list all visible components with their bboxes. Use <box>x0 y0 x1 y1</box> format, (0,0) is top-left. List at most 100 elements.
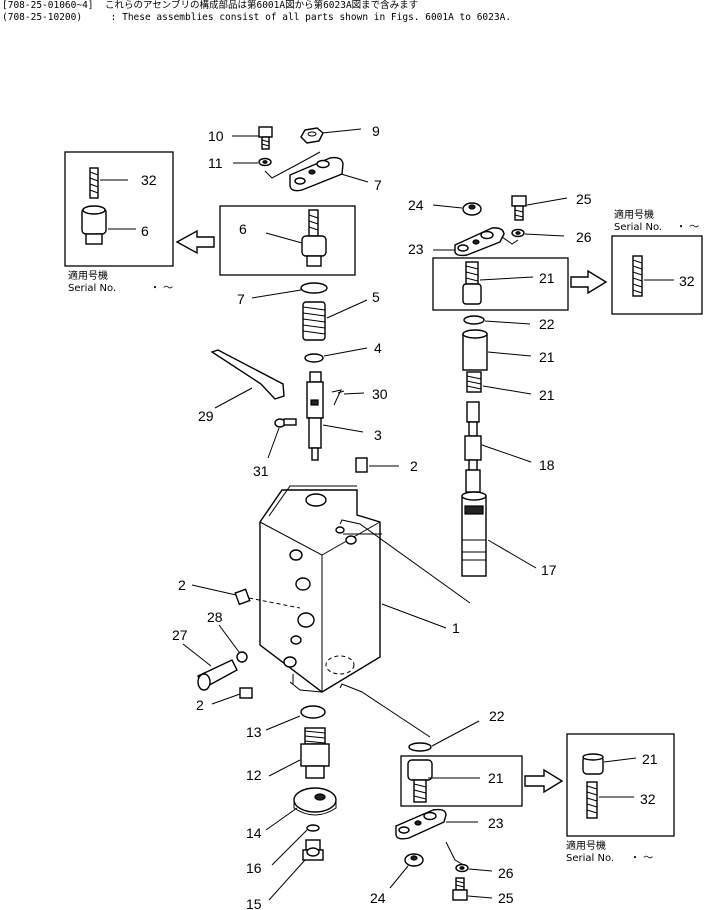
callout-32: 32 <box>640 791 656 807</box>
callout-9: 9 <box>372 123 380 139</box>
part-8-flange <box>289 156 344 192</box>
serial-range: ・ ～ <box>676 222 699 233</box>
part-7-o-ring <box>300 282 328 294</box>
callout-32: 32 <box>679 273 695 289</box>
part-27-bolt <box>197 659 238 691</box>
callout-21: 21 <box>642 751 658 767</box>
part-22-o-ring <box>463 315 485 325</box>
callout-2: 2 <box>196 697 204 713</box>
part-32-spring <box>632 255 643 297</box>
callout-20: 21 <box>539 349 555 365</box>
arrow-right-icon <box>524 768 564 794</box>
part-2-plug <box>239 687 253 699</box>
inset-box-right-top <box>611 235 703 315</box>
callout-4: 4 <box>374 340 382 356</box>
part-10-bolt <box>258 126 273 150</box>
callout-26: 26 <box>576 229 592 245</box>
part-28-o-ring <box>236 651 248 663</box>
part-22-o-ring <box>408 742 432 752</box>
part-25-bolt-bottom <box>452 877 468 901</box>
callout-19: 21 <box>539 387 555 403</box>
callout-23: 23 <box>488 815 504 831</box>
callout-10: 10 <box>208 128 224 144</box>
callout-30: 31 <box>253 463 269 479</box>
part-23-flange <box>454 227 505 257</box>
part-17-sleeve <box>461 491 487 577</box>
part-26-washer-bottom <box>455 863 469 873</box>
dashed-leader <box>248 597 301 609</box>
part-31-pin <box>331 389 345 406</box>
part-24-nut <box>462 202 482 216</box>
arrow-left-icon <box>175 229 215 255</box>
part-29-lever <box>210 349 285 400</box>
serial-label-en: Serial No. <box>614 222 662 233</box>
callout-13: 13 <box>246 724 262 740</box>
callout-28: 28 <box>207 609 223 625</box>
part-6-piston-left <box>81 205 107 245</box>
inset-box-part-21-bottom <box>400 755 523 807</box>
part-1-valve-body <box>259 485 381 693</box>
part-16-o-ring <box>306 824 320 832</box>
callout-14: 14 <box>246 825 262 841</box>
callout-6: 6 <box>141 223 149 239</box>
part-20-sleeve <box>462 329 488 371</box>
inset-box-right-bottom <box>566 733 675 837</box>
callout-31: 30 <box>372 386 388 402</box>
header-line-japanese: [708-25-01060~4] これらのアセンブリの構成部品は第6001A図か… <box>2 0 419 11</box>
serial-label-jp: 適用号機 <box>614 208 654 221</box>
callout-22: 22 <box>489 708 505 724</box>
callout-24: 24 <box>408 197 424 213</box>
part-32-spring-left <box>89 167 99 199</box>
serial-label-jp: 適用号機 <box>566 839 606 852</box>
part-26-washer <box>511 228 525 238</box>
callout-5: 5 <box>372 289 380 305</box>
callout-12: 12 <box>246 767 262 783</box>
inset-box-part-21 <box>432 257 569 311</box>
serial-label-en: Serial No. <box>566 853 614 864</box>
callout-11: 11 <box>208 155 223 171</box>
header-line-english: (708-25-10200) : These assemblies consis… <box>2 12 512 23</box>
arrow-right-icon <box>570 269 608 295</box>
part-13-o-ring <box>300 705 326 719</box>
part-25-bolt <box>511 195 527 221</box>
callout-2: 2 <box>178 577 186 593</box>
callout-25: 25 <box>498 890 514 906</box>
inset-box-left <box>64 151 174 267</box>
callout-26: 26 <box>498 865 514 881</box>
callout-23: 23 <box>408 241 424 257</box>
part-3-spool <box>306 371 324 461</box>
part-6-piston <box>301 209 327 267</box>
part-15-screw <box>302 839 324 861</box>
leader-body-to-17 <box>339 519 471 604</box>
callout-21: 21 <box>488 770 504 786</box>
callout-25: 25 <box>576 191 592 207</box>
part-18-spool <box>464 401 482 493</box>
part-24-nut-bottom <box>404 853 424 867</box>
part-30-bolt <box>274 418 297 428</box>
part-4-washer <box>304 353 324 363</box>
part-23-flange-bottom <box>395 808 447 840</box>
callout-24: 24 <box>370 890 386 906</box>
serial-range: ・ ～ <box>150 283 173 294</box>
part-9-nut <box>300 127 324 144</box>
callout-27: 27 <box>172 627 188 643</box>
callout-18: 18 <box>539 457 555 473</box>
serial-range: ・ ～ <box>630 853 653 864</box>
callout-1: 1 <box>452 620 460 636</box>
part-2-plug <box>355 457 368 473</box>
inset-box-part-6 <box>219 205 356 276</box>
callout-29: 29 <box>198 408 214 424</box>
part-19-spring <box>466 371 482 393</box>
part-21-spring-bottom <box>407 759 433 803</box>
part-21-spring <box>462 261 482 305</box>
callout-21: 21 <box>539 270 555 286</box>
part-32-spring-bottom-inset <box>586 781 598 819</box>
callout-32: 32 <box>141 172 157 188</box>
callout-3: 3 <box>374 427 382 443</box>
callout-6: 6 <box>239 221 247 237</box>
callout-22: 22 <box>539 316 555 332</box>
callout-2: 2 <box>410 458 418 474</box>
part-21-piston-bottom-inset <box>582 753 604 775</box>
